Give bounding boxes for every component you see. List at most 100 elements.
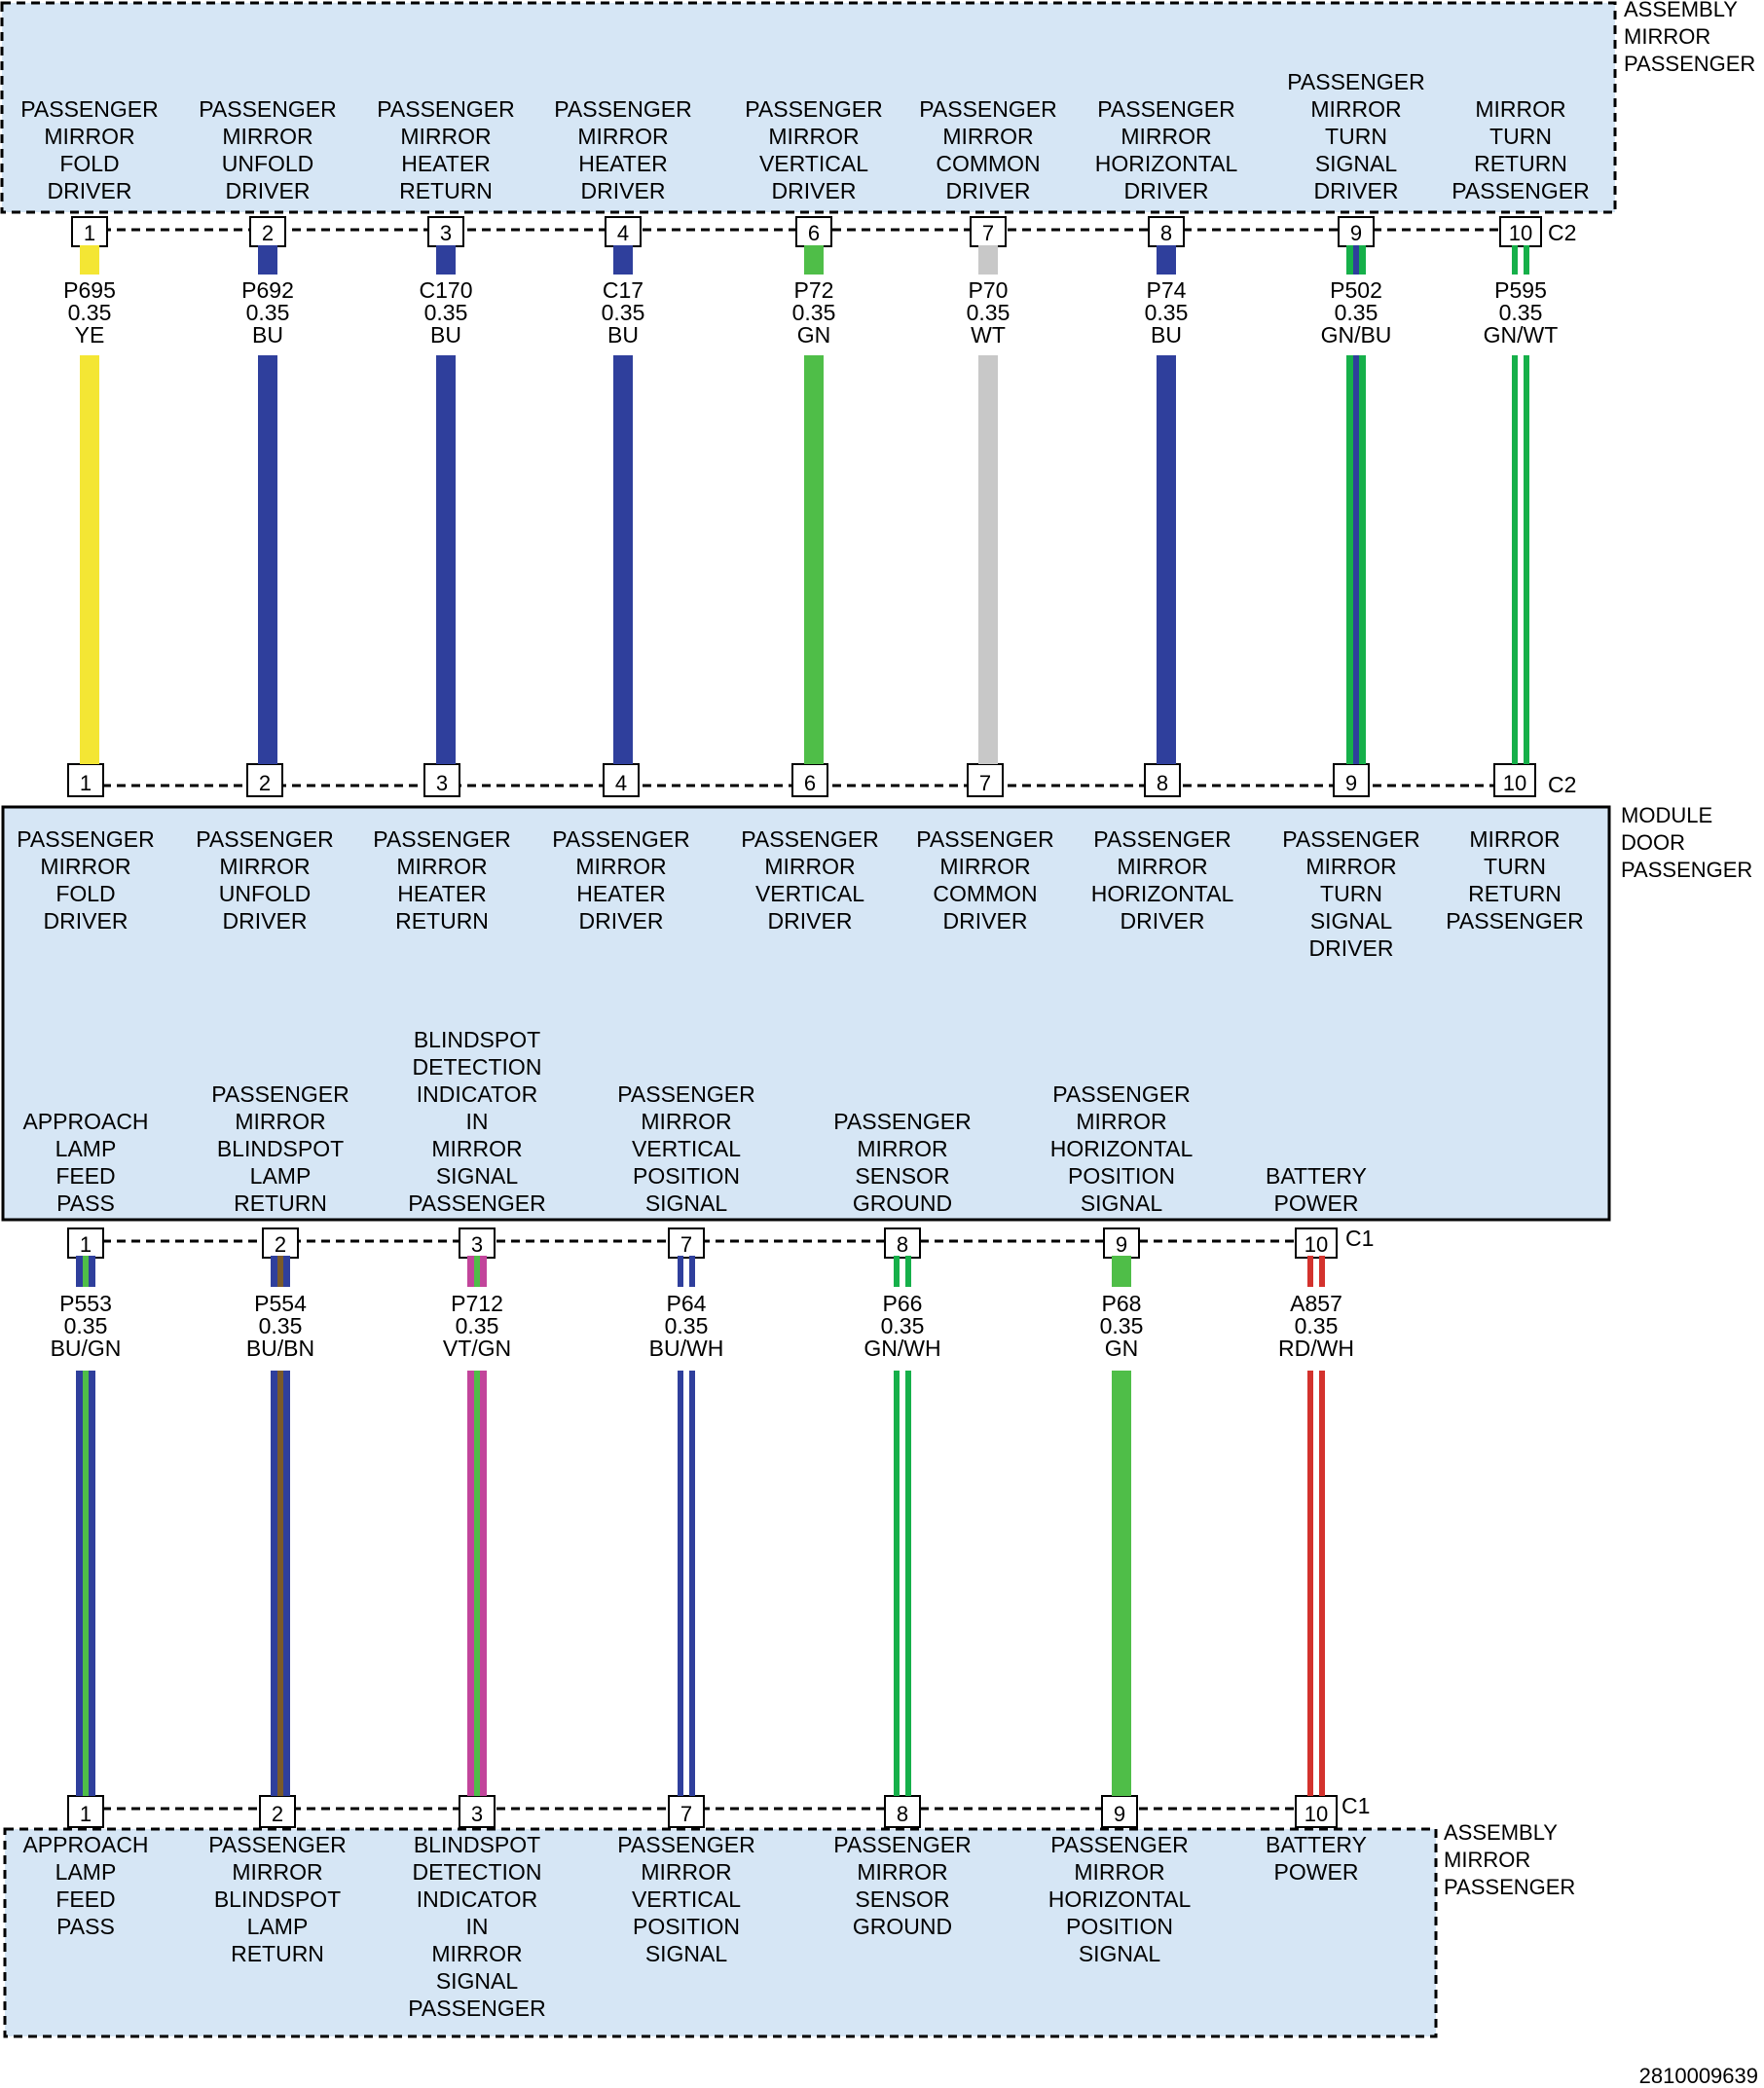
top-pin-label: DRIVER — [226, 178, 311, 203]
module-box — [1, 805, 1611, 1222]
top-wire-circuit: P70 — [969, 277, 1009, 303]
top-pin-label: PASSENGER — [377, 96, 514, 122]
top-wire-color: GN/WT — [1484, 322, 1559, 348]
module-c1-pin-box — [668, 1227, 705, 1259]
bottom-wire-color: BU/BN — [246, 1336, 314, 1361]
module-c1-pin-label: PASSENGER — [1052, 1081, 1190, 1107]
bottom-pin-box — [1101, 1795, 1138, 1828]
top-wire — [804, 355, 824, 764]
top-wire — [258, 355, 277, 764]
top-pin-label: PASSENGER — [199, 96, 336, 122]
module-c2-pin-label: COMMON — [933, 881, 1037, 906]
module-c2-pin-box-label: 7 — [979, 771, 991, 795]
module-c2-pin-box — [967, 763, 1004, 797]
bottom-pin-label: MIRROR — [431, 1941, 522, 1966]
module-c2-pin-label: DRIVER — [44, 908, 129, 934]
top-wire — [1512, 355, 1518, 764]
bottom-pin-label: MIRROR — [641, 1859, 731, 1885]
module-c1-pin-label: POWER — [1274, 1191, 1359, 1216]
bottom-wire-stub — [1307, 1256, 1313, 1287]
top-wire-stub — [80, 245, 99, 275]
bottom-wire — [1112, 1371, 1131, 1796]
top-wire — [1524, 355, 1529, 764]
top-wire — [613, 355, 633, 764]
top-pin-label: MIRROR — [44, 124, 134, 149]
top-pin-box-label: 7 — [982, 221, 994, 245]
module-c2-pin-box — [791, 763, 828, 797]
module-c2-pin-box — [423, 763, 460, 797]
boxes-layer — [0, 1, 1617, 2038]
module-c2-pin-label: VERTICAL — [755, 881, 864, 906]
top-pin-label: DRIVER — [48, 178, 132, 203]
bottom-wire-gauge: 0.35 — [1100, 1313, 1144, 1338]
top-pin-label: UNFOLD — [222, 151, 314, 176]
module-c2-pin-label: MIRROR — [575, 854, 666, 879]
top-wire-stub — [1512, 245, 1518, 275]
module-c2-connector-label: C2 — [1548, 772, 1576, 797]
bottom-pin-label: IN — [466, 1914, 489, 1939]
bottom-connector-label: C1 — [1341, 1793, 1370, 1818]
module-c2-pin-label: PASSENGER — [552, 826, 689, 852]
module-c2-pin-label: DRIVER — [1121, 908, 1205, 934]
module-c2-pin-box-label: 6 — [804, 771, 816, 795]
top-pin-label: PASSENGER — [1097, 96, 1234, 122]
bottom-pin-label: BATTERY — [1266, 1832, 1367, 1857]
top-wire-stub-stripe — [1353, 245, 1359, 275]
top-pin-label: DRIVER — [1314, 178, 1399, 203]
top-wire-stub — [436, 245, 456, 275]
top-pin-label: PASSENGER — [20, 96, 158, 122]
module-c2-pin-label: RETURN — [395, 908, 489, 934]
module-c2-pin-label: MIRROR — [1117, 854, 1207, 879]
top-pin-label: MIRROR — [768, 124, 859, 149]
bottom-pin-label: LAMP — [247, 1914, 309, 1939]
bottom-pin-label: PASSENGER — [1050, 1832, 1188, 1857]
bottom-pin-label: DETECTION — [413, 1859, 542, 1885]
bottom-pin-label: SIGNAL — [436, 1968, 519, 1994]
top-wire-stub — [804, 245, 824, 275]
module-title: DOOR — [1621, 830, 1685, 855]
module-c2-pin-box — [1333, 763, 1370, 797]
top-assembly-title: PASSENGER — [1624, 52, 1755, 76]
module-c2-pin-label: SIGNAL — [1310, 908, 1393, 934]
top-pin-box-label: 8 — [1160, 221, 1172, 245]
top-pin-box-label: 6 — [808, 221, 820, 245]
bottom-pin-label: LAMP — [55, 1859, 117, 1885]
bottom-pin-label: BLINDSPOT — [414, 1832, 540, 1857]
bottom-pin-label: INDICATOR — [417, 1887, 537, 1912]
bottom-pin-label: PASSENGER — [617, 1832, 754, 1857]
top-wire-stub — [1157, 245, 1176, 275]
module-c2-pin-label: DRIVER — [223, 908, 308, 934]
top-pin-label: TURN — [1489, 124, 1552, 149]
bottom-wire-circuit: A857 — [1290, 1291, 1342, 1316]
bottom-wire-stub — [678, 1256, 683, 1287]
module-c2-pin-label: HORIZONTAL — [1091, 881, 1234, 906]
module-c2-pin-label: MIRROR — [939, 854, 1030, 879]
top-wire-circuit: C170 — [420, 277, 473, 303]
module-c2-pin-label: PASSENGER — [17, 826, 154, 852]
module-c2-pin-label: PASSENGER — [741, 826, 878, 852]
module-c2-pin-label: MIRROR — [764, 854, 855, 879]
module-c1-pin-label: RETURN — [234, 1191, 327, 1216]
bottom-assembly-title: PASSENGER — [1444, 1875, 1575, 1899]
module-c2-pin-label: PASSENGER — [196, 826, 333, 852]
module-c2-pin-label: PASSENGER — [1093, 826, 1231, 852]
bottom-wire-stub-stripe — [83, 1256, 89, 1287]
top-wire-color: BU — [607, 322, 639, 348]
top-pin-label: RETURN — [399, 178, 493, 203]
top-wire-circuit: P692 — [241, 277, 294, 303]
module-title: MODULE — [1621, 803, 1712, 827]
bottom-wire-stripe — [83, 1371, 89, 1796]
module-c1-pin-box-label: 1 — [80, 1232, 92, 1257]
top-pin-box — [605, 216, 642, 247]
module-c2-pin-label: TURN — [1484, 854, 1546, 879]
module-c1-pin-box-label: 10 — [1305, 1232, 1328, 1257]
module-c1-connector-label: C1 — [1345, 1226, 1374, 1251]
module-c2-pin-label: MIRROR — [1305, 854, 1396, 879]
bottom-wire — [905, 1371, 911, 1796]
top-pin-box-label: 9 — [1350, 221, 1362, 245]
module-c2-pin-label: MIRROR — [219, 854, 310, 879]
bottom-pin-box-label: 7 — [680, 1802, 692, 1826]
module-c1-pin-label: VERTICAL — [632, 1136, 741, 1161]
bottom-wire — [689, 1371, 695, 1796]
module-c1-pin-label: MIRROR — [641, 1109, 731, 1134]
